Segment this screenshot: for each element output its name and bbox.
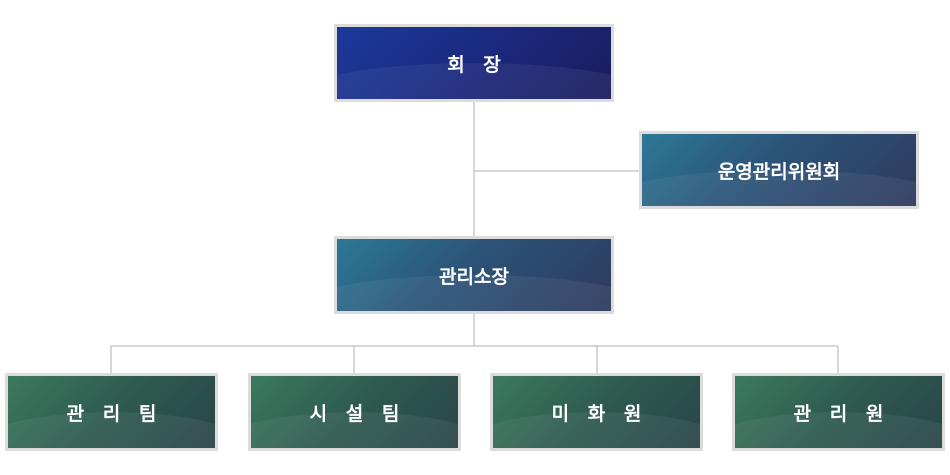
org-node-label: 관 리 원 [793, 402, 890, 425]
org-node-management-team: 관 리 팀 [5, 373, 218, 451]
org-node-label: 시 설 팀 [309, 402, 406, 425]
org-node-label: 회 장 [447, 53, 507, 76]
org-node-chairman: 회 장 [334, 24, 614, 102]
org-node-facility-manager: 관리소장 [334, 236, 614, 314]
org-node-label: 운영관리위원회 [717, 160, 841, 183]
org-node-label: 관 리 팀 [66, 402, 163, 425]
org-node-operations-committee: 운영관리위원회 [639, 131, 919, 209]
org-node-security-staff: 관 리 원 [732, 373, 945, 451]
org-node-facility-team: 시 설 팀 [248, 373, 461, 451]
org-node-label: 미 화 원 [551, 402, 648, 425]
org-node-label: 관리소장 [439, 265, 509, 288]
org-node-cleaning-staff: 미 화 원 [490, 373, 703, 451]
